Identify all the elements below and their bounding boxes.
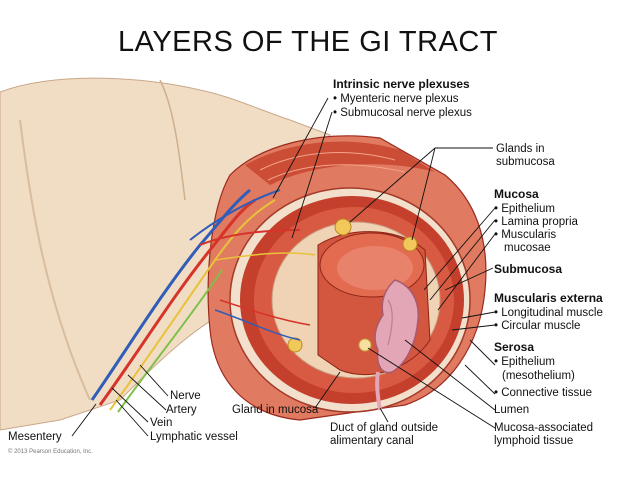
label-glands-submucosa: Glands in (496, 143, 545, 155)
label-submucosa: Submucosa (494, 262, 562, 276)
label-mucosa: Mucosa (494, 187, 539, 201)
artery-vessel (98, 198, 256, 406)
label-serosa: Serosa (494, 340, 534, 354)
leader-lines (71, 97, 496, 437)
label-circular-muscle: • Circular muscle (494, 320, 580, 332)
gland-duct (375, 371, 382, 411)
nerve-branch (214, 252, 316, 261)
lumen (374, 279, 419, 374)
label-nerve: Nerve (170, 390, 201, 402)
label-vein: Vein (150, 417, 172, 429)
submucosa-gland (334, 218, 352, 236)
label-submucosal-plexus: • Submucosal nerve plexus (333, 107, 472, 119)
artery-branch (219, 299, 311, 326)
muscle-fiber-line (267, 164, 406, 181)
lymphatic-vessel-line (117, 269, 223, 413)
label-muscularis-externa: Muscularis externa (494, 291, 603, 305)
copyright-note: © 2013 Pearson Education, Inc. (8, 448, 93, 455)
label-longitudinal-muscle: • Longitudinal muscle (494, 307, 603, 319)
label-muscularis-mucosae-2: mucosae (504, 242, 551, 254)
label-mesentery: Mesentery (8, 431, 62, 443)
label-lymphatic-vessel: Lymphatic vessel (150, 431, 238, 443)
vein-branch (214, 309, 301, 341)
submucosa-gland (287, 337, 303, 353)
mucosa-fold-line (387, 299, 393, 346)
mucosa-inner-face (337, 246, 413, 290)
label-malt: Mucosa-associated (494, 422, 593, 434)
label-epithelium: • Epithelium (494, 203, 555, 215)
label-artery: Artery (166, 404, 197, 416)
label-glands-submucosa-2: submucosa (496, 156, 555, 168)
label-duct-gland: Duct of gland outside (330, 422, 438, 434)
label-mesothelium: (mesothelium) (502, 370, 575, 382)
label-muscularis-mucosae: • Muscularis (494, 229, 556, 241)
nerve-fiber (109, 199, 276, 411)
mesentery-fold (19, 119, 91, 401)
artery-branch (199, 229, 301, 246)
mesentery-edge (159, 79, 186, 201)
page-title: LAYERS OF THE GI TRACT (118, 26, 499, 58)
muscle-fiber-line (259, 152, 396, 171)
label-intrinsic-plexuses: Intrinsic nerve plexuses (333, 77, 470, 91)
longitudinal-muscle-band (245, 141, 435, 185)
vein-vessel (90, 188, 251, 401)
label-lamina-propria: • Lamina propria (494, 216, 579, 228)
label-serosa-epithelium: • Epithelium (494, 356, 555, 368)
vein-branch (189, 189, 281, 241)
label-lumen: Lumen (494, 404, 529, 416)
label-duct-gland-2: alimentary canal (330, 435, 414, 447)
label-malt-2: lymphoid tissue (494, 435, 573, 447)
label-gland-in-mucosa: Gland in mucosa (232, 404, 319, 416)
submucosa-gland (402, 236, 418, 252)
label-myenteric-plexus: • Myenteric nerve plexus (333, 93, 459, 105)
label-connective-tissue: • Connective tissue (494, 387, 592, 399)
